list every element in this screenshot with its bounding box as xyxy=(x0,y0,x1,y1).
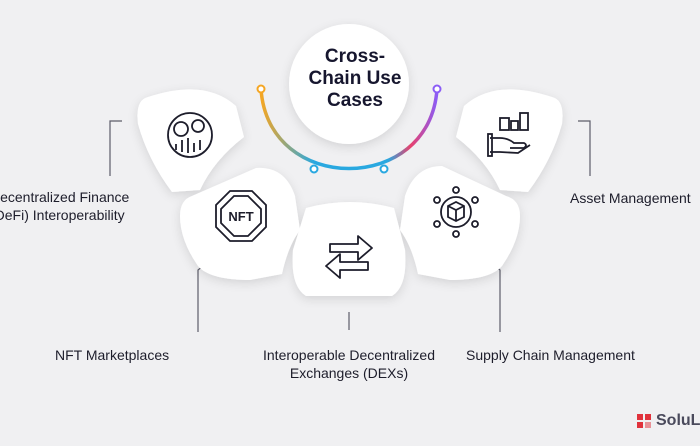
arc-dot-mid-right xyxy=(379,164,389,174)
supply-chain-box-network-icon xyxy=(433,186,479,238)
exchange-arrows-icon xyxy=(325,235,373,279)
tile-supply xyxy=(400,166,520,280)
brand-logo: SoluLab xyxy=(636,410,700,432)
defi-coins-chart-icon xyxy=(167,112,213,158)
tile-defi xyxy=(137,89,244,192)
label-asset: Asset Management xyxy=(570,190,691,206)
center-title: Cross- Chain Use Cases xyxy=(308,46,402,111)
label-dex: Interoperable Decentralized Exchanges (D… xyxy=(263,347,435,381)
center-circle xyxy=(289,24,409,144)
svg-text:NFT: NFT xyxy=(228,209,253,224)
brand-name: SoluLab xyxy=(656,412,700,429)
nft-badge-icon: NFT xyxy=(215,190,267,242)
label-supply: Supply Chain Management xyxy=(466,347,635,363)
label-defi: Decentralized Finance (DeFi) Interoperab… xyxy=(0,189,130,223)
connector-defi xyxy=(109,120,122,176)
tile-dex xyxy=(292,202,406,296)
tile-nft xyxy=(180,167,300,280)
connector-arc xyxy=(259,87,439,171)
arc-dot-left xyxy=(256,84,266,94)
arc-dot-right xyxy=(432,84,442,94)
asset-hand-building-icon xyxy=(487,112,531,157)
arc-dot-mid-left xyxy=(309,164,319,174)
brand-mark-icon xyxy=(637,414,651,428)
connector-asset xyxy=(578,120,591,176)
label-nft: NFT Marketplaces xyxy=(55,347,170,363)
